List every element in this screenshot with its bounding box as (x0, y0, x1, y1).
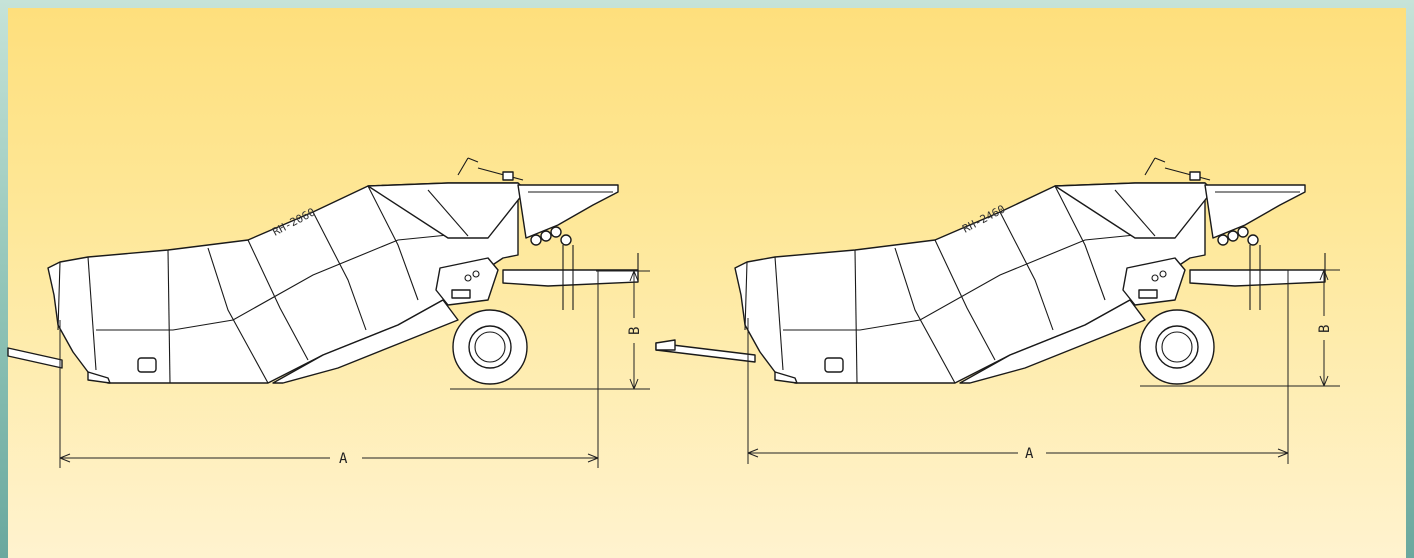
machine-1-drawing (47, 157, 639, 385)
machine-1-dimension-b-label: B (627, 327, 643, 335)
machine-1-dimension-a-label: A (339, 451, 348, 467)
machine-2: RH-2460 A B (655, 157, 1340, 464)
machine-2-dimension-b-label: B (1317, 325, 1333, 333)
machine-2-dimension-a-label: A (1025, 446, 1034, 462)
machine-1: RH-2060 A B (7, 157, 650, 468)
machine-2-drawing (734, 157, 1326, 385)
